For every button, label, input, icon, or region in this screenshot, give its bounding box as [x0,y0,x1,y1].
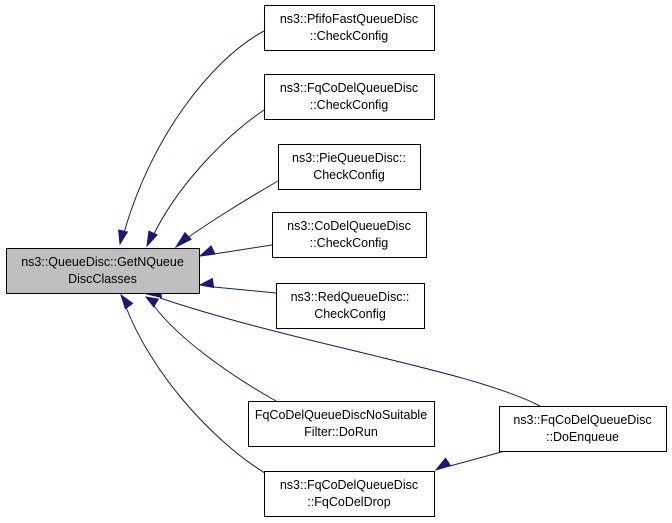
edge-fqcodel_check-to-root [146,109,265,248]
node-box [264,74,435,120]
edge-line [185,180,279,240]
node-box [248,401,435,447]
edge-pfifo-to-root [118,30,265,246]
edge-line [123,30,265,234]
node-box [6,248,200,294]
node-label-line: ::FqCoDelDrop [307,495,390,509]
edge-red-to-root [198,277,277,294]
node-fqcodel_check[interactable]: ns3::FqCoDelQueueDisc::CheckConfig [264,74,435,120]
edge-line [153,305,277,402]
node-box [272,212,427,258]
node-label-line: ns3::FqCoDelQueueDisc [280,81,418,95]
arrowhead [174,231,192,249]
edge-line [159,297,541,407]
edge-fqcodel_drop-to-root [120,293,269,476]
arrowhead [198,245,216,257]
node-box [278,144,421,190]
arrowhead [120,293,134,310]
node-codel[interactable]: ns3::CoDelQueueDisc::CheckConfig [272,212,427,258]
node-red[interactable]: ns3::RedQueueDisc::CheckConfig [276,283,425,329]
edge-codel-to-root [198,244,273,257]
node-pfifo[interactable]: ns3::PfifoFastQueueDisc::CheckConfig [264,5,435,51]
node-box [276,283,425,329]
node-label-line: ::DoEnqueue [546,430,619,444]
node-label-line: ns3::QueueDisc::GetNQueue [21,255,184,269]
edges [118,30,541,476]
node-label-line: ::CheckConfig [310,98,389,112]
node-label-line: Filter::DoRun [304,425,378,439]
edge-line [213,286,277,294]
edge-line [449,450,506,467]
edge-fqcodel_enqueue-to-fqcodel_drop [434,450,506,471]
node-box [264,5,435,51]
node-label-line: ns3::CoDelQueueDisc [287,219,411,233]
node-pie[interactable]: ns3::PieQueueDisc::CheckConfig [278,144,421,190]
edge-line [213,244,273,255]
node-label-line: ns3::FqCoDelQueueDisc [280,478,418,492]
node-label-line: ::CheckConfig [310,236,389,250]
edge-line [152,109,265,237]
arrowhead [146,230,158,248]
node-label-line: ns3::PieQueueDisc:: [292,151,406,165]
arrowhead [198,277,215,289]
edge-nosuitable-to-root [144,296,277,402]
nodes: ns3::QueueDisc::GetNQueueDiscClassesns3:… [6,5,667,517]
arrowhead [144,296,160,308]
edge-line [125,306,269,476]
node-label-line: ns3::RedQueueDisc:: [291,290,410,304]
node-label-line: DiscClasses [68,272,137,286]
node-label-line: FqCoDelQueueDiscNoSuitable [255,408,427,422]
arrowhead [118,229,129,246]
node-label-line: ns3::FqCoDelQueueDisc [513,413,651,427]
node-label-line: CheckConfig [313,168,385,182]
node-label-line: CheckConfig [314,307,386,321]
node-label-line: ::CheckConfig [310,29,389,43]
node-box [499,406,667,452]
node-label-line: ns3::PfifoFastQueueDisc [280,12,418,26]
node-box [264,471,435,517]
edge-pie-to-root [174,180,279,249]
node-fqcodel_enqueue[interactable]: ns3::FqCoDelQueueDisc::DoEnqueue [499,406,667,452]
arrowhead [434,457,452,471]
node-fqcodel_drop[interactable]: ns3::FqCoDelQueueDisc::FqCoDelDrop [264,471,435,517]
